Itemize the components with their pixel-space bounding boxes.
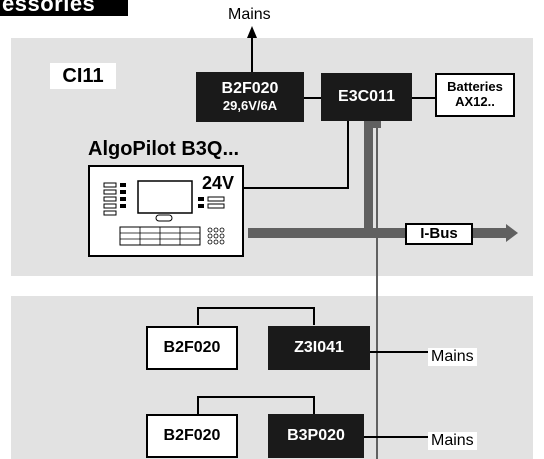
i-bus-label-box: I-Bus <box>405 223 473 245</box>
power-supply-box: B2F020 29,6V/6A <box>196 72 304 122</box>
batteries-line2: AX12.. <box>455 94 495 109</box>
row1-module-box: Z3I041 <box>268 326 370 370</box>
header-badge: essories <box>0 0 128 16</box>
row2-psu-box: B2F020 <box>146 414 238 458</box>
controller-to-device-line <box>244 118 349 189</box>
row2-module-label: B3P020 <box>287 426 345 444</box>
row1-psu-label: B2F020 <box>163 338 221 356</box>
device-voltage-label: 24V <box>202 173 235 194</box>
controller-label: E3C011 <box>338 87 395 105</box>
mains-arrow-head <box>247 26 257 38</box>
system-label: CI11 <box>50 63 116 89</box>
batteries-box: Batteries AX12.. <box>435 73 515 117</box>
row1-mains-label: Mains <box>428 348 477 366</box>
device-title: AlgoPilot B3Q... <box>88 138 240 160</box>
row1-bracket <box>197 307 315 325</box>
header-title: essories <box>2 0 96 16</box>
batteries-line1: Batteries <box>447 79 503 95</box>
row1-psu-box: B2F020 <box>146 326 238 370</box>
bus-drop-main <box>364 118 373 236</box>
power-supply-model: B2F020 <box>221 80 279 98</box>
row1-module-label: Z3I041 <box>294 338 344 356</box>
row2-psu-label: B2F020 <box>163 426 221 444</box>
row2-bracket <box>197 396 315 418</box>
i-bus-label: I-Bus <box>420 225 458 243</box>
row2-mains-label: Mains <box>428 432 477 450</box>
device-face-icon <box>103 180 225 246</box>
power-supply-rating: 29,6V/6A <box>222 97 278 113</box>
algopilot-device: 24V <box>88 165 244 257</box>
bus-drop-branch <box>373 116 381 128</box>
i-bus-arrow <box>506 224 518 242</box>
controller-box: E3C011 <box>321 73 412 121</box>
mains-label-top: Mains <box>228 6 271 23</box>
row2-module-box: B3P020 <box>268 414 364 458</box>
